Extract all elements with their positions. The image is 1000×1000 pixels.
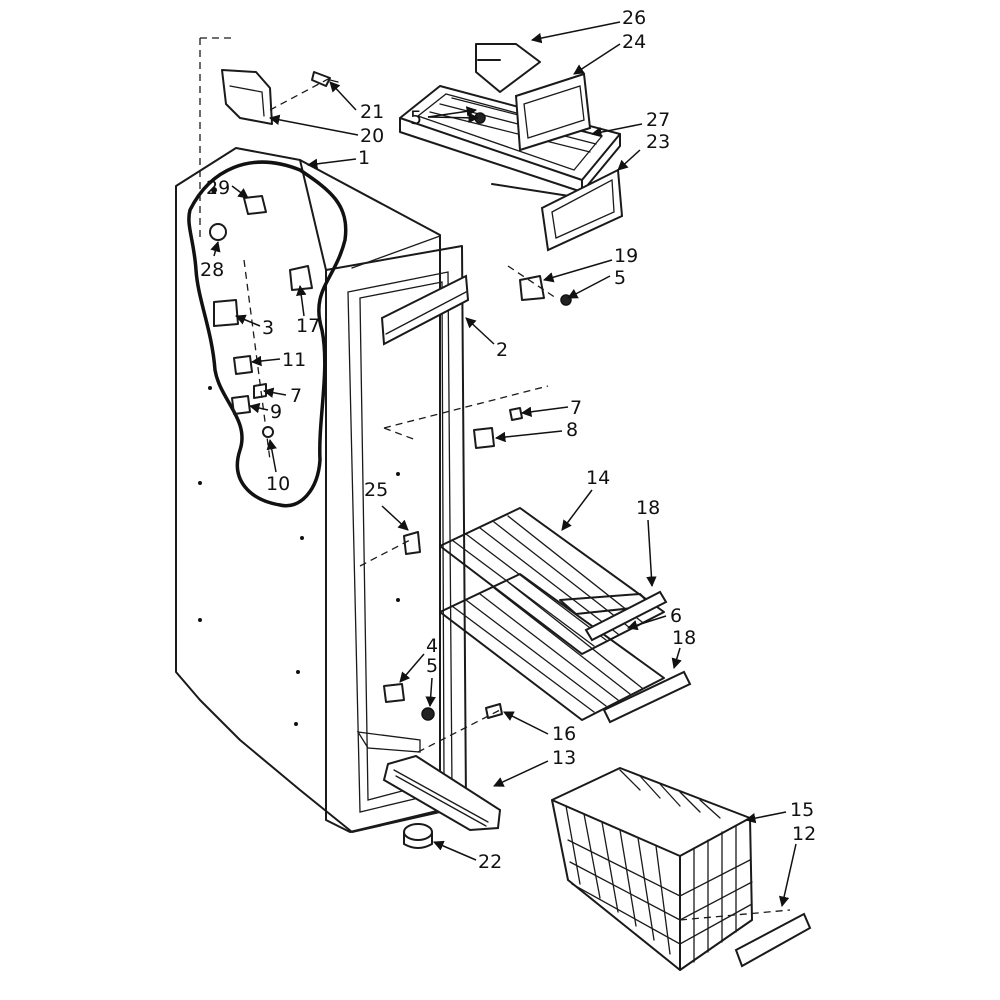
part-29-switch [243, 195, 267, 215]
callout-1: 1 [358, 147, 370, 169]
callout-15: 15 [790, 799, 814, 821]
part-16-screw [485, 703, 503, 719]
part-17-clip [289, 265, 313, 291]
part-18-rails [584, 590, 692, 724]
part-2-strip [380, 274, 470, 346]
callout-5-right: 5 [614, 267, 626, 289]
callout-21: 21 [360, 101, 384, 123]
callout-26: 26 [622, 7, 646, 29]
part-4-hinge [383, 683, 435, 721]
part-7-8-clips [473, 407, 523, 449]
callout-7-right: 7 [570, 397, 582, 419]
callout-13: 13 [552, 747, 576, 769]
part-3-bracket [213, 299, 239, 327]
callout-22: 22 [478, 851, 502, 873]
callout-16: 16 [552, 723, 576, 745]
callout-10: 10 [266, 473, 290, 495]
part-28-bulb [209, 223, 227, 241]
part-25-clip [403, 531, 421, 555]
callout-8: 8 [566, 419, 578, 441]
leader-lines [210, 21, 797, 908]
callout-5-ice-tray: 5 [410, 107, 422, 129]
callout-2: 2 [496, 339, 508, 361]
part-12-rail [734, 912, 812, 968]
callout-20: 20 [360, 125, 384, 147]
callout-3: 3 [262, 317, 274, 339]
callout-6: 6 [670, 605, 682, 627]
part-13-grille [382, 754, 502, 832]
callout-17: 17 [296, 315, 320, 337]
callout-29: 29 [206, 177, 230, 199]
callout-9: 9 [270, 401, 282, 423]
callout-18-bottom: 18 [672, 627, 696, 649]
part-15-basket [551, 767, 753, 971]
callout-14: 14 [586, 467, 610, 489]
ice-tray-assembly [399, 43, 624, 252]
callout-4: 4 [426, 635, 438, 657]
callout-28: 28 [200, 259, 224, 281]
callout-24: 24 [622, 31, 646, 53]
callout-labels: 1 2 3 4 5 5 5 5 6 7 7 8 9 10 11 12 13 14… [200, 7, 816, 873]
callout-25: 25 [364, 479, 388, 501]
callout-19: 19 [614, 245, 638, 267]
callout-12: 12 [792, 823, 816, 845]
part-22-foot [403, 823, 433, 849]
part-14-shelves [439, 507, 665, 721]
callout-7-left: 7 [290, 385, 302, 407]
callout-27: 27 [646, 109, 670, 131]
callout-11: 11 [282, 349, 306, 371]
part-20-bracket [221, 69, 273, 125]
callout-5-bottom: 5 [426, 655, 438, 677]
callout-23: 23 [646, 131, 670, 153]
freezer-cabinet [175, 147, 467, 833]
part-19-bracket [519, 275, 572, 306]
part-21-screw [311, 71, 339, 87]
callout-18-top: 18 [636, 497, 660, 519]
